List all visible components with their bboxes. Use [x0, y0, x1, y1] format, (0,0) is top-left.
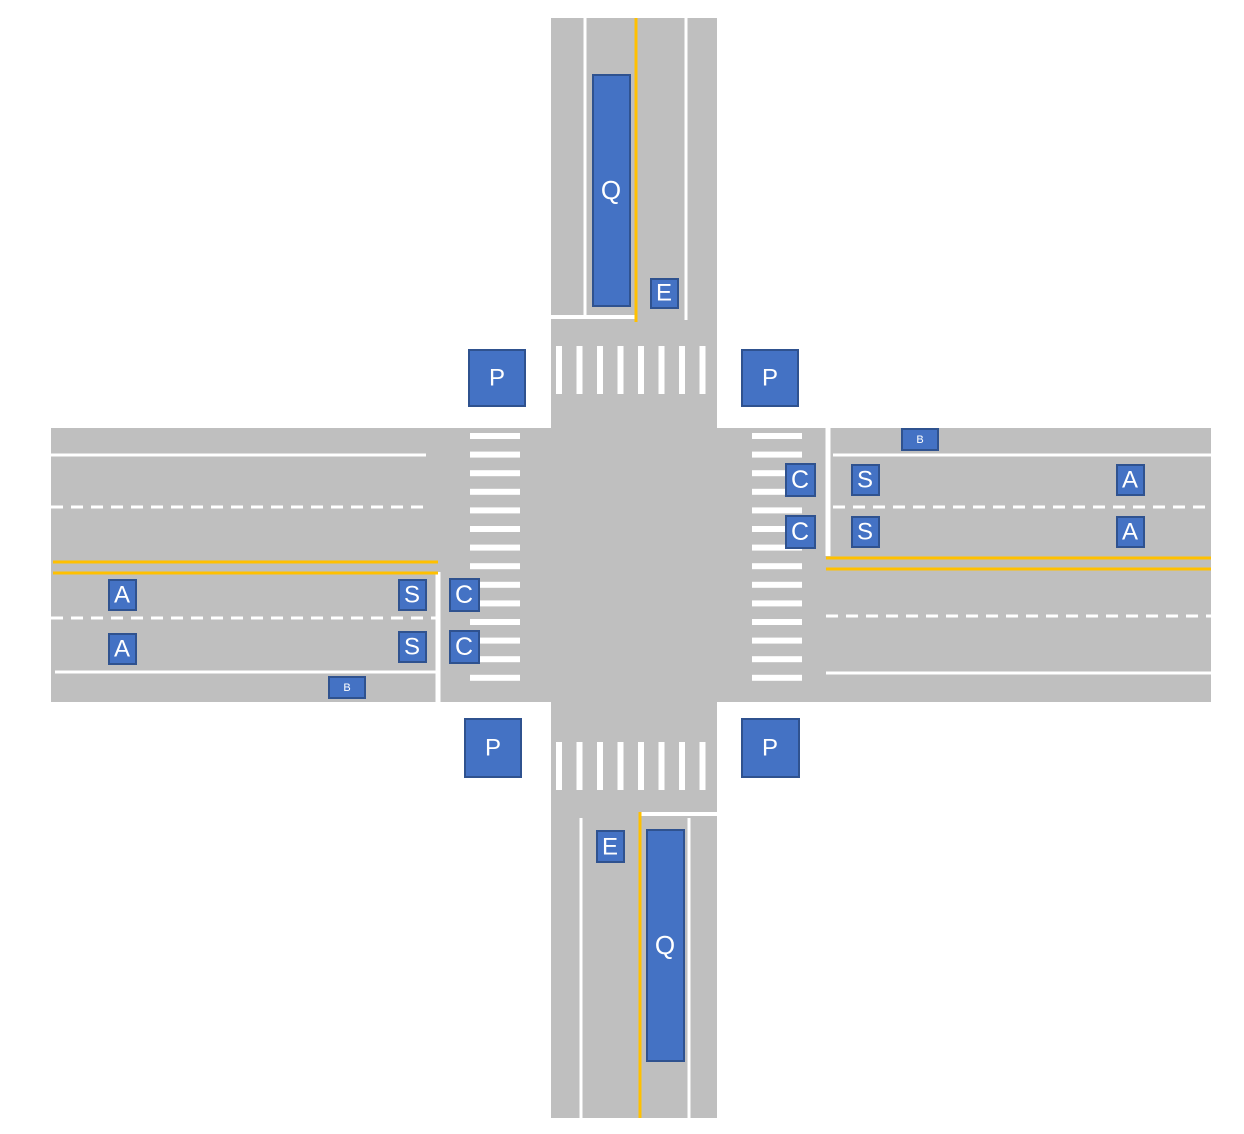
- approach-marker-west-2: A: [108, 633, 137, 665]
- svg-text:P: P: [762, 735, 778, 762]
- crosswalk-stripe: [556, 742, 562, 790]
- svg-text:Q: Q: [601, 175, 621, 205]
- crosswalk-stripe: [752, 619, 802, 625]
- crosswalk-stripe: [470, 526, 520, 532]
- crosswalk-stripe: [470, 451, 520, 458]
- crosswalk-stripe: [470, 581, 520, 588]
- queue-marker-south: Q: [646, 829, 685, 1062]
- crosswalk-stripe: [679, 742, 685, 790]
- stopline-marker-east-2: S: [851, 516, 880, 548]
- crosswalk-stripe: [752, 433, 802, 439]
- crosswalk-stripe: [679, 346, 685, 394]
- east-west-road: [51, 428, 1211, 702]
- approach-marker-east-2: A: [1116, 516, 1145, 548]
- crosswalk-stripe: [470, 619, 520, 625]
- crosswalk-stripe: [470, 488, 520, 495]
- svg-text:P: P: [489, 365, 505, 392]
- svg-text:B: B: [916, 434, 923, 446]
- svg-text:S: S: [404, 582, 420, 609]
- crosswalk-stripe: [752, 563, 802, 570]
- crosswalk-north: [556, 346, 706, 394]
- approach-marker-west-1: A: [108, 579, 137, 611]
- svg-text:A: A: [114, 636, 130, 663]
- pedestrian-marker-nw: P: [468, 349, 526, 407]
- approach-marker-east-1: A: [1116, 464, 1145, 496]
- crosswalk-west: [470, 433, 520, 681]
- crosswalk-stripe: [470, 507, 520, 514]
- svg-text:Q: Q: [655, 930, 675, 960]
- crosswalk-stripe: [638, 742, 644, 790]
- crosswalk-stripe: [470, 600, 520, 607]
- crosswalk-stripe: [576, 346, 583, 394]
- svg-text:E: E: [602, 834, 618, 861]
- crosswalk-south: [556, 742, 706, 790]
- crosswalk-marker-west-1: C: [449, 578, 480, 612]
- svg-text:B: B: [343, 682, 350, 694]
- crosswalk-stripe: [752, 507, 802, 514]
- crosswalk-stripe: [658, 742, 665, 790]
- east-arm-lines: [825, 428, 1211, 675]
- bike-marker-west: B: [328, 676, 366, 699]
- pedestrian-marker-ne: P: [741, 349, 799, 407]
- crosswalk-marker-west-2: C: [449, 630, 480, 664]
- svg-text:A: A: [1122, 519, 1138, 546]
- exit-marker-north: E: [650, 278, 679, 309]
- stopline-marker-west-2: S: [398, 631, 427, 663]
- crosswalk-stripe: [556, 346, 562, 394]
- svg-text:S: S: [857, 467, 873, 494]
- crosswalk-stripe: [470, 637, 520, 644]
- crosswalk-stripe: [470, 656, 520, 663]
- exit-marker-south: E: [596, 830, 625, 863]
- crosswalk-stripe: [470, 674, 520, 681]
- crosswalk-stripe: [638, 346, 644, 394]
- crosswalk-stripe: [617, 742, 624, 790]
- svg-text:P: P: [485, 735, 501, 762]
- crosswalk-east: [752, 433, 802, 681]
- queue-marker-north: Q: [592, 74, 631, 307]
- pedestrian-marker-se: P: [741, 718, 800, 778]
- crosswalk-stripe: [597, 346, 603, 394]
- crosswalk-stripe: [752, 600, 802, 607]
- crosswalk-stripe: [752, 488, 802, 495]
- crosswalk-stripe: [752, 674, 802, 681]
- svg-text:C: C: [455, 633, 473, 661]
- crosswalk-stripe: [470, 544, 520, 551]
- crosswalk-stripe: [470, 563, 520, 570]
- crosswalk-stripe: [699, 742, 706, 790]
- crosswalk-stripe: [752, 581, 802, 588]
- crosswalk-stripe: [752, 470, 802, 477]
- crosswalk-stripe: [658, 346, 665, 394]
- north-arm-lines: [551, 18, 688, 322]
- crosswalk-marker-east-1: C: [785, 463, 816, 497]
- svg-text:S: S: [857, 519, 873, 546]
- crosswalk-stripe: [576, 742, 583, 790]
- south-arm-lines: [579, 812, 717, 1118]
- bike-marker-east: B: [901, 428, 939, 451]
- west-arm-lines: [51, 453, 441, 702]
- crosswalk-stripe: [597, 742, 603, 790]
- stopline-marker-west-1: S: [398, 579, 427, 611]
- svg-text:C: C: [791, 518, 809, 546]
- crosswalk-stripe: [617, 346, 624, 394]
- pedestrian-marker-sw: P: [464, 718, 522, 778]
- stopline-marker-east-1: S: [851, 464, 880, 496]
- crosswalk-stripe: [752, 656, 802, 663]
- crosswalk-stripe: [752, 451, 802, 458]
- svg-text:S: S: [404, 634, 420, 661]
- crosswalk-marker-east-2: C: [785, 515, 816, 549]
- crosswalk-stripe: [470, 433, 520, 439]
- svg-text:C: C: [455, 581, 473, 609]
- svg-text:A: A: [114, 582, 130, 609]
- svg-text:E: E: [656, 280, 672, 307]
- svg-text:C: C: [791, 466, 809, 494]
- crosswalk-stripe: [752, 637, 802, 644]
- svg-text:P: P: [762, 365, 778, 392]
- svg-text:A: A: [1122, 467, 1138, 494]
- crosswalk-stripe: [752, 544, 802, 551]
- crosswalk-stripe: [699, 346, 706, 394]
- crosswalk-stripe: [752, 526, 802, 532]
- crosswalk-stripe: [470, 470, 520, 477]
